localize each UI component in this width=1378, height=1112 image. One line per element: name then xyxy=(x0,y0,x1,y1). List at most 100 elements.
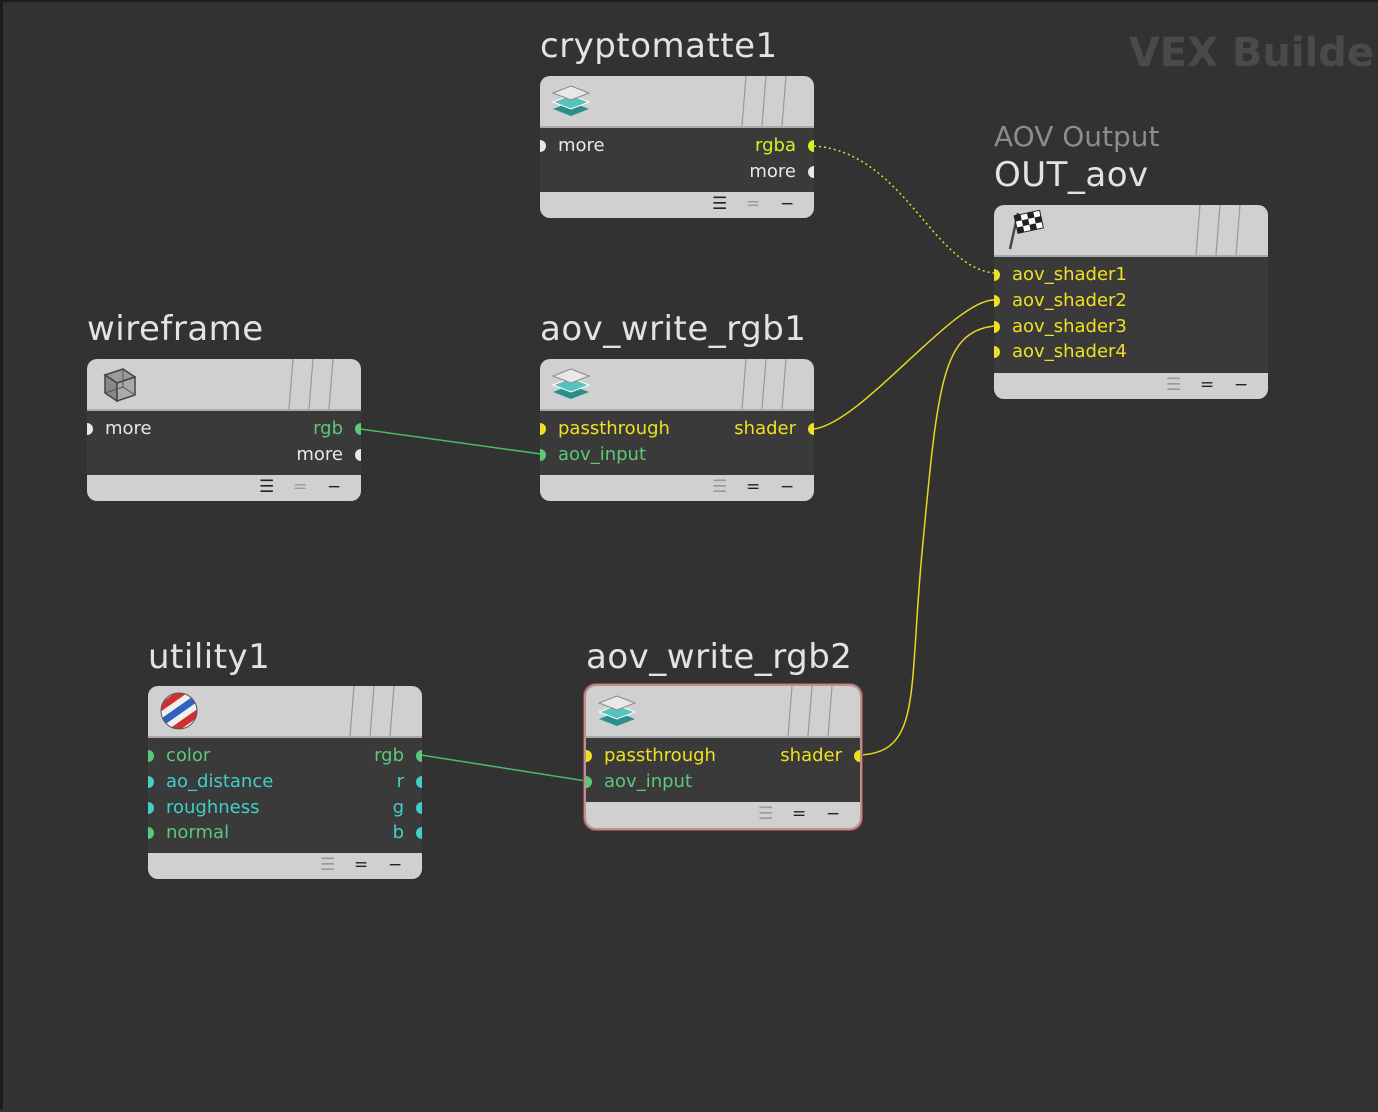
output-port-rgba[interactable] xyxy=(808,140,814,152)
node-title-aov-write-rgb1: aov_write_rgb1 xyxy=(540,309,807,349)
input-port-passthrough[interactable] xyxy=(540,423,546,435)
node-header[interactable] xyxy=(540,359,814,411)
equals-icon[interactable]: = xyxy=(293,477,308,497)
port-label-passthrough: passthrough xyxy=(558,418,670,439)
port-label-color: color xyxy=(166,745,211,766)
port-label-more: more xyxy=(558,135,605,156)
input-port-roughness[interactable] xyxy=(148,802,154,814)
input-port-normal[interactable] xyxy=(148,827,154,839)
node-title-cryptomatte1: cryptomatte1 xyxy=(540,26,778,66)
output-port-more[interactable] xyxy=(355,449,361,461)
node-aov-write-rgb1[interactable]: passthrough shader aov_input ☰ = − xyxy=(540,359,814,501)
output-port-b[interactable] xyxy=(416,827,422,839)
equals-icon[interactable]: = xyxy=(792,804,807,824)
port-label-shader: shader xyxy=(734,418,796,439)
port-label-more: more xyxy=(105,418,152,439)
node-flags-stripes[interactable] xyxy=(338,686,418,736)
port-label-aov-shader3: aov_shader3 xyxy=(1012,316,1127,337)
node-title-out-aov: OUT_aov xyxy=(994,155,1149,195)
output-port-more[interactable] xyxy=(808,166,814,178)
input-port-more[interactable] xyxy=(540,140,546,152)
menu-lines-icon[interactable]: ☰ xyxy=(712,477,728,497)
node-type-label: AOV Output xyxy=(994,120,1160,153)
equals-icon[interactable]: = xyxy=(1200,375,1215,395)
menu-lines-icon[interactable]: ☰ xyxy=(259,477,275,497)
port-label-roughness: roughness xyxy=(166,797,260,818)
port-label-b: b xyxy=(392,822,404,843)
port-label-aov-shader4: aov_shader4 xyxy=(1012,341,1127,362)
node-header[interactable] xyxy=(994,205,1268,257)
menu-lines-icon[interactable]: ☰ xyxy=(320,855,336,875)
node-header[interactable] xyxy=(540,76,814,128)
equals-icon[interactable]: = xyxy=(746,194,761,214)
port-label-aov-shader1: aov_shader1 xyxy=(1012,264,1127,285)
output-port-rgb[interactable] xyxy=(355,423,361,435)
node-flags-stripes[interactable] xyxy=(776,686,856,736)
output-port-shader[interactable] xyxy=(854,750,860,762)
node-wireframe[interactable]: more rgb more ☰ = − xyxy=(87,359,361,501)
node-header[interactable] xyxy=(87,359,361,411)
input-port-aov-shader4[interactable] xyxy=(994,346,1000,358)
wire-aovwrite2-to-out[interactable] xyxy=(859,325,995,756)
input-port-aov-shader2[interactable] xyxy=(994,295,1000,307)
node-cryptomatte1[interactable]: more rgba more ☰ = − xyxy=(540,76,814,218)
wire-wireframe-to-aovwrite1[interactable] xyxy=(359,428,542,455)
wire-aovwrite1-to-out[interactable] xyxy=(813,299,995,430)
output-port-g[interactable] xyxy=(416,802,422,814)
port-label-aov-input: aov_input xyxy=(604,771,692,792)
input-port-aov-shader1[interactable] xyxy=(994,269,1000,281)
context-label: VEX Builde xyxy=(1128,30,1374,76)
input-port-aov-input[interactable] xyxy=(540,449,546,461)
node-header[interactable] xyxy=(586,686,860,738)
layers-icon xyxy=(597,695,637,726)
port-label-shader: shader xyxy=(780,745,842,766)
node-title-wireframe: wireframe xyxy=(87,309,264,349)
input-port-ao-distance[interactable] xyxy=(148,776,154,788)
input-port-passthrough[interactable] xyxy=(586,750,592,762)
wires-layer xyxy=(359,145,995,782)
output-port-rgb[interactable] xyxy=(416,750,422,762)
output-port-shader[interactable] xyxy=(808,423,814,435)
equals-icon[interactable]: = xyxy=(354,855,369,875)
minus-icon[interactable]: − xyxy=(780,194,795,214)
node-utility1[interactable]: color rgb ao_distance r roughness g norm… xyxy=(148,686,422,879)
port-label-passthrough: passthrough xyxy=(604,745,716,766)
wireframe-cube-icon xyxy=(103,368,137,403)
menu-lines-icon[interactable]: ☰ xyxy=(1166,375,1182,395)
wire-utility-to-aovwrite2[interactable] xyxy=(420,754,587,782)
input-port-more[interactable] xyxy=(87,423,93,435)
node-flags-stripes[interactable] xyxy=(730,359,810,409)
minus-icon[interactable]: − xyxy=(826,804,841,824)
checkered-flag-icon xyxy=(1008,209,1044,250)
node-header[interactable] xyxy=(148,686,422,738)
menu-lines-icon[interactable]: ☰ xyxy=(758,804,774,824)
striped-ball-icon xyxy=(160,692,198,730)
minus-icon[interactable]: − xyxy=(388,855,403,875)
port-label-more-out: more xyxy=(749,161,796,182)
port-label-more-out: more xyxy=(296,444,343,465)
port-label-r: r xyxy=(396,771,404,792)
input-port-color[interactable] xyxy=(148,750,154,762)
minus-icon[interactable]: − xyxy=(327,477,342,497)
output-port-r[interactable] xyxy=(416,776,422,788)
menu-lines-icon[interactable]: ☰ xyxy=(712,194,728,214)
node-aov-write-rgb2[interactable]: passthrough shader aov_input ☰ = − xyxy=(586,686,860,828)
wire-cryptomatte-to-out[interactable] xyxy=(813,145,995,274)
node-flags-stripes[interactable] xyxy=(730,76,810,126)
node-out-aov[interactable]: aov_shader1 aov_shader2 aov_shader3 aov_… xyxy=(994,205,1268,399)
port-label-rgb: rgb xyxy=(374,745,404,766)
minus-icon[interactable]: − xyxy=(1234,375,1249,395)
port-label-aov-input: aov_input xyxy=(558,444,646,465)
port-label-normal: normal xyxy=(166,822,230,843)
input-port-aov-shader3[interactable] xyxy=(994,321,1000,333)
equals-icon[interactable]: = xyxy=(746,477,761,497)
port-label-rgba: rgba xyxy=(755,135,796,156)
input-port-aov-input[interactable] xyxy=(586,776,592,788)
minus-icon[interactable]: − xyxy=(780,477,795,497)
node-flags-stripes[interactable] xyxy=(277,359,357,409)
node-title-aov-write-rgb2: aov_write_rgb2 xyxy=(586,637,853,677)
node-flags-stripes[interactable] xyxy=(1184,205,1264,255)
port-label-ao-distance: ao_distance xyxy=(166,771,274,792)
node-title-utility1: utility1 xyxy=(148,637,271,677)
